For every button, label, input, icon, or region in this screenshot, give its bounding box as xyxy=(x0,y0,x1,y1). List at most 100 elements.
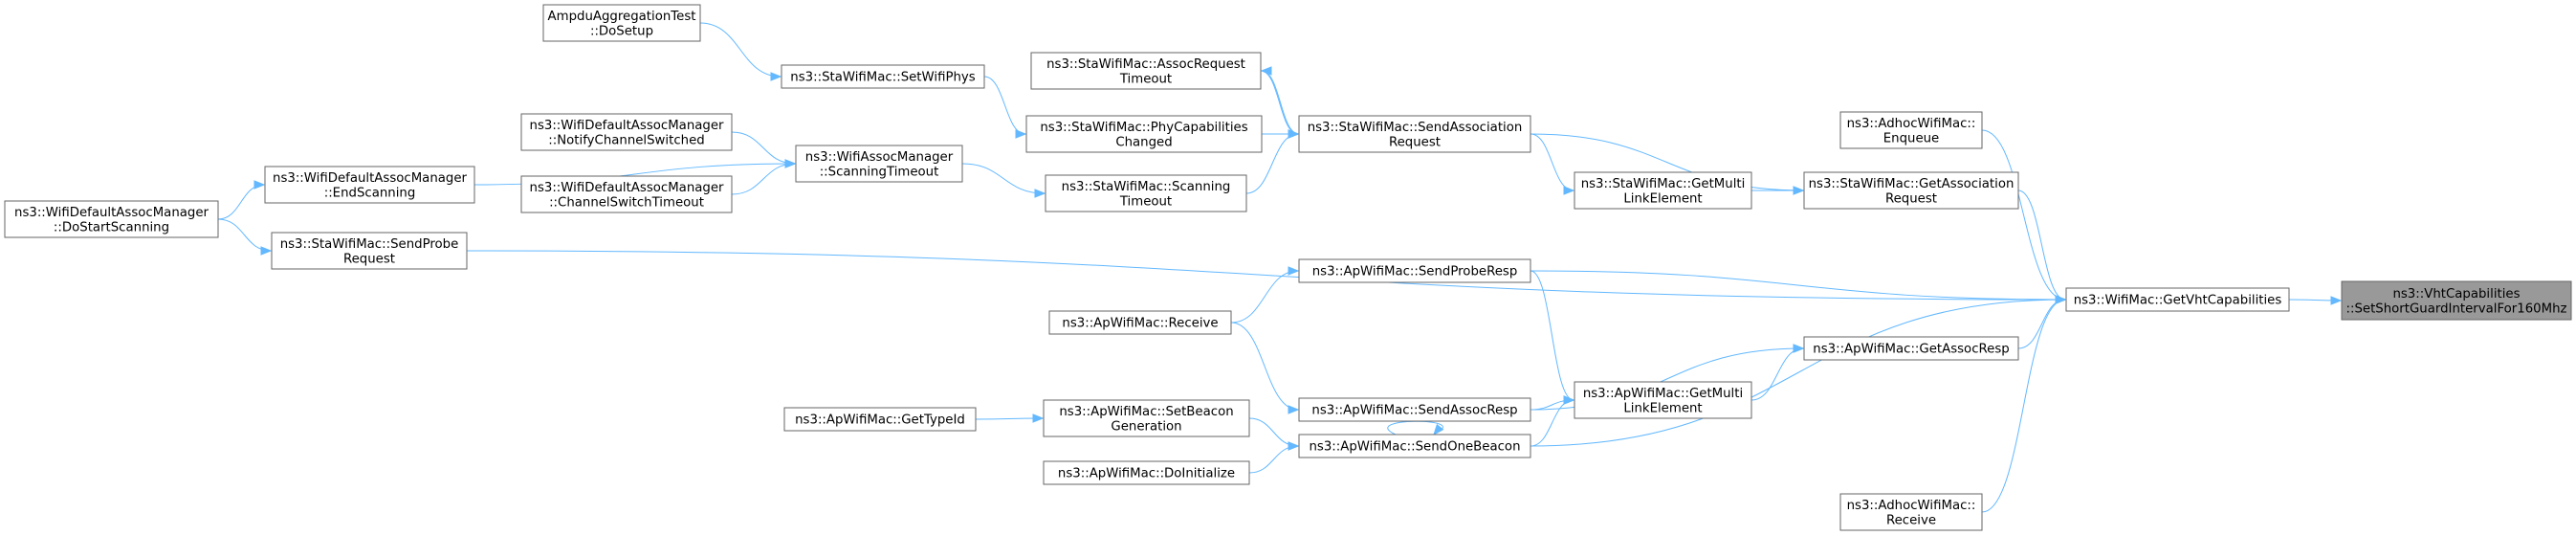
edge-arrowhead xyxy=(253,180,266,190)
node-label-line: ::DoSetup xyxy=(590,24,653,38)
edge-defDoStart-to-staSendProbe xyxy=(217,218,273,256)
edge-assocScanTimeout-to-staScanTimeout xyxy=(961,163,1046,198)
graph-node-apGetTypeId[interactable]: ns3::ApWifiMac::GetTypeId xyxy=(783,407,977,432)
graph-node-defEndScan[interactable]: ns3::WifiDefaultAssocManager::EndScannin… xyxy=(264,166,475,204)
graph-node-getvht[interactable]: ns3::WifiMac::GetVhtCapabilities xyxy=(2065,287,2290,312)
graph-node-adhocEnq[interactable]: ns3::AdhocWifiMac::Enqueue xyxy=(1839,111,1983,149)
node-label-line: ::SetShortGuardIntervalFor160Mhz xyxy=(2346,302,2567,316)
node-label-line: Enqueue xyxy=(1883,131,1940,145)
node-label-line: ns3::ApWifiMac::GetTypeId xyxy=(795,413,965,428)
graph-node-staScanTimeout[interactable]: ns3::StaWifiMac::ScanningTimeout xyxy=(1045,174,1247,212)
edge-staScanTimeout-to-staSendAssoc xyxy=(1245,129,1300,194)
edge-arrowhead xyxy=(770,72,782,81)
node-box xyxy=(1298,258,1531,283)
node-label-line: ns3::StaWifiMac::GetAssociation xyxy=(1809,177,2015,191)
edge-arrowhead xyxy=(1032,413,1045,423)
node-box xyxy=(2341,280,2572,321)
node-box xyxy=(271,232,468,270)
edge-getvht-to-target xyxy=(2288,296,2343,305)
node-box xyxy=(1803,336,2019,361)
node-box xyxy=(4,200,219,238)
graph-node-apSendProbeResp[interactable]: ns3::ApWifiMac::SendProbeResp xyxy=(1298,258,1531,283)
graph-node-ampdu[interactable]: AmpduAggregationTest::DoSetup xyxy=(542,4,701,42)
edge-line xyxy=(217,218,272,252)
node-label-line: Generation xyxy=(1111,419,1181,434)
edge-line xyxy=(1260,70,1299,135)
edge-arrowhead xyxy=(1793,344,1805,353)
edge-defDoStart-to-defEndScan xyxy=(217,180,266,220)
edge-layer xyxy=(217,22,2343,513)
node-box xyxy=(1298,115,1531,153)
node-label-line: ::NotifyChannelSwitched xyxy=(548,133,704,147)
edge-staSendAssoc-to-staGetMulti xyxy=(1530,133,1575,195)
edge-arrowhead xyxy=(1793,186,1805,195)
edge-line xyxy=(1248,445,1299,474)
node-box xyxy=(2065,287,2290,312)
node-label-line: LinkElement xyxy=(1623,401,1702,415)
graph-node-defDoStart[interactable]: ns3::WifiDefaultAssocManager::DoStartSca… xyxy=(4,200,219,238)
node-label-line: ::DoStartScanning xyxy=(54,220,169,234)
edge-arrowhead xyxy=(1015,129,1027,139)
graph-node-apDoInit[interactable]: ns3::ApWifiMac::DoInitialize xyxy=(1043,460,1250,485)
edge-apSendOneBeacon-to-apSendOneBeacon xyxy=(1387,420,1444,436)
edge-line xyxy=(1261,70,1300,135)
node-label-line: ns3::VhtCapabilities xyxy=(2392,287,2520,302)
node-box xyxy=(1025,115,1263,153)
graph-node-defNotify[interactable]: ns3::WifiDefaultAssocManager::NotifyChan… xyxy=(520,113,733,151)
edge-line xyxy=(983,76,1026,135)
node-box xyxy=(520,113,733,151)
graph-node-defChanTimeout[interactable]: ns3::WifiDefaultAssocManager::ChannelSwi… xyxy=(520,175,733,213)
node-label-line: ns3::StaWifiMac::SendProbe xyxy=(280,237,459,252)
edge-arrowhead xyxy=(1563,395,1575,405)
graph-node-adhocRecv[interactable]: ns3::AdhocWifiMac::Receive xyxy=(1839,493,1983,531)
edge-apReceive-to-apSendAssocResp xyxy=(1230,322,1300,414)
graph-node-staSetPhys[interactable]: ns3::StaWifiMac::SetWifiPhys xyxy=(781,64,985,89)
graph-node-apSendAssocResp[interactable]: ns3::ApWifiMac::SendAssocResp xyxy=(1298,397,1531,422)
edge-apGetMulti-to-apGetAssocResp xyxy=(1750,344,1805,401)
node-label-line: ns3::ApWifiMac::GetMulti xyxy=(1583,387,1743,401)
node-label-line: ns3::WifiAssocManager xyxy=(805,150,954,165)
node-label-line: ns3::ApWifiMac::SendProbeResp xyxy=(1312,265,1518,279)
edge-line xyxy=(1230,270,1299,324)
edge-arrowhead xyxy=(1034,189,1046,198)
node-box xyxy=(795,145,963,183)
node-box xyxy=(781,64,985,89)
edge-line xyxy=(466,250,2066,301)
edge-line xyxy=(1530,299,2066,447)
node-box xyxy=(1045,174,1247,212)
node-box xyxy=(1574,381,1752,419)
graph-node-apReceive[interactable]: ns3::ApWifiMac::Receive xyxy=(1048,310,1232,335)
edge-apSendProbeResp-to-getvht xyxy=(1530,270,2067,304)
edge-line xyxy=(2017,190,2066,301)
edge-apGetTypeId-to-apSetBeacon xyxy=(975,413,1045,423)
graph-node-apSendOneBeacon[interactable]: ns3::ApWifiMac::SendOneBeacon xyxy=(1298,434,1531,458)
node-label-line: ns3::AdhocWifiMac:: xyxy=(1847,499,1976,513)
edge-arrowhead xyxy=(2330,296,2343,305)
node-label-line: ns3::WifiDefaultAssocManager xyxy=(530,181,724,195)
node-label-line: ns3::StaWifiMac::GetMulti xyxy=(1581,177,1746,191)
node-label-line: ::ScanningTimeout xyxy=(820,165,939,179)
node-label-line: Timeout xyxy=(1119,72,1172,86)
edge-line xyxy=(961,163,1046,194)
node-label-line: Request xyxy=(1885,191,1937,206)
graph-node-apGetAssocResp[interactable]: ns3::ApWifiMac::GetAssocResp xyxy=(1803,336,2019,361)
node-label-line: Timeout xyxy=(1119,194,1172,209)
edge-staAssocTimeout-to-staSendAssoc xyxy=(1260,70,1300,139)
graph-node-target[interactable]: ns3::VhtCapabilities::SetShortGuardInter… xyxy=(2341,280,2572,321)
node-box xyxy=(1298,434,1531,458)
edge-arrowhead xyxy=(1288,129,1300,139)
edge-staSendAssoc-to-staAssocTimeout xyxy=(1260,66,1300,135)
graph-node-assocScanTimeout[interactable]: ns3::WifiAssocManager::ScanningTimeout xyxy=(795,145,963,183)
edge-line xyxy=(1981,129,2066,301)
node-label-line: ns3::WifiDefaultAssocManager xyxy=(273,171,467,186)
edge-apReceive-to-apSendProbeResp xyxy=(1230,266,1300,324)
